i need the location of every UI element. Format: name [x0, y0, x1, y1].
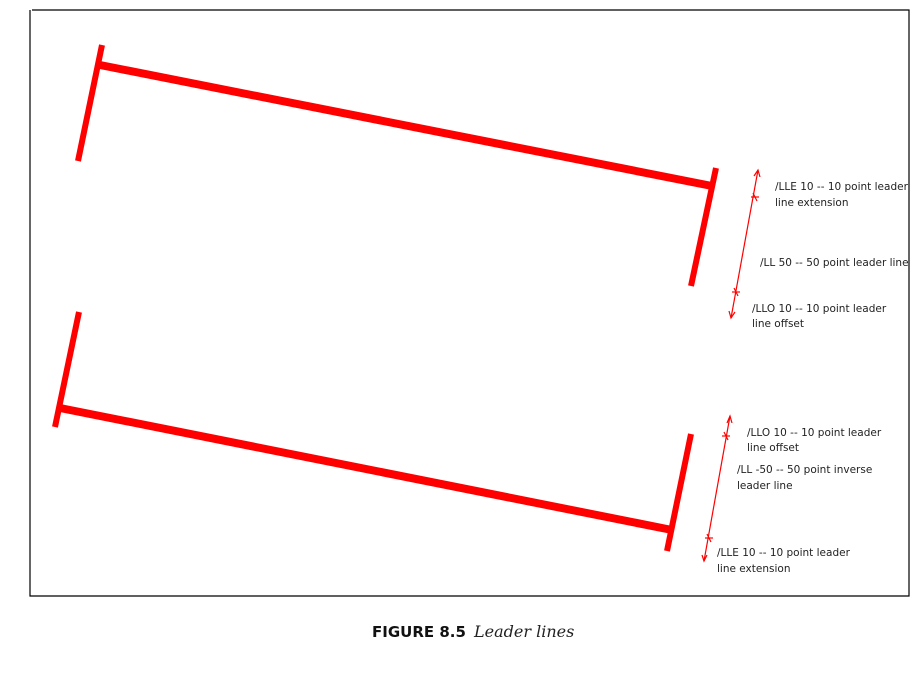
- bottom-right-leader: [664, 433, 694, 552]
- bottom-main-line: [59, 404, 673, 534]
- bottom-lle-annotation: /LLE 10 -- 10 point leader line extensio…: [717, 547, 853, 575]
- bottom-llo-annotation: /LLO 10 -- 10 point leader line offset: [747, 427, 885, 454]
- figure-title: Leader lines: [473, 622, 574, 641]
- top-main-line: [99, 61, 713, 190]
- top-lle-annotation: /LLE 10 -- 10 point leader line extensio…: [775, 181, 911, 209]
- bottom-left-leader: [52, 311, 82, 428]
- figure-number: FIGURE 8.5: [372, 623, 466, 641]
- bottom-dimension-arrow: [701, 414, 733, 563]
- top-dimension-arrow: [728, 168, 761, 320]
- figure-frame-border: [29, 9, 910, 597]
- figure-caption: FIGURE 8.5 Leader lines: [372, 622, 574, 641]
- bottom-ll-annotation: /LL -50 -- 50 point inverse leader line: [737, 464, 876, 492]
- top-llo-annotation: /LLO 10 -- 10 point leader line offset: [752, 303, 890, 330]
- top-leader-line-group: /LLE 10 -- 10 point leader line extensio…: [75, 44, 911, 330]
- top-right-leader: [688, 167, 719, 287]
- top-left-leader: [75, 44, 105, 162]
- top-ll-annotation: /LL 50 -- 50 point leader line: [760, 257, 909, 269]
- bottom-leader-line-group: /LLO 10 -- 10 point leader line offset /…: [52, 311, 885, 575]
